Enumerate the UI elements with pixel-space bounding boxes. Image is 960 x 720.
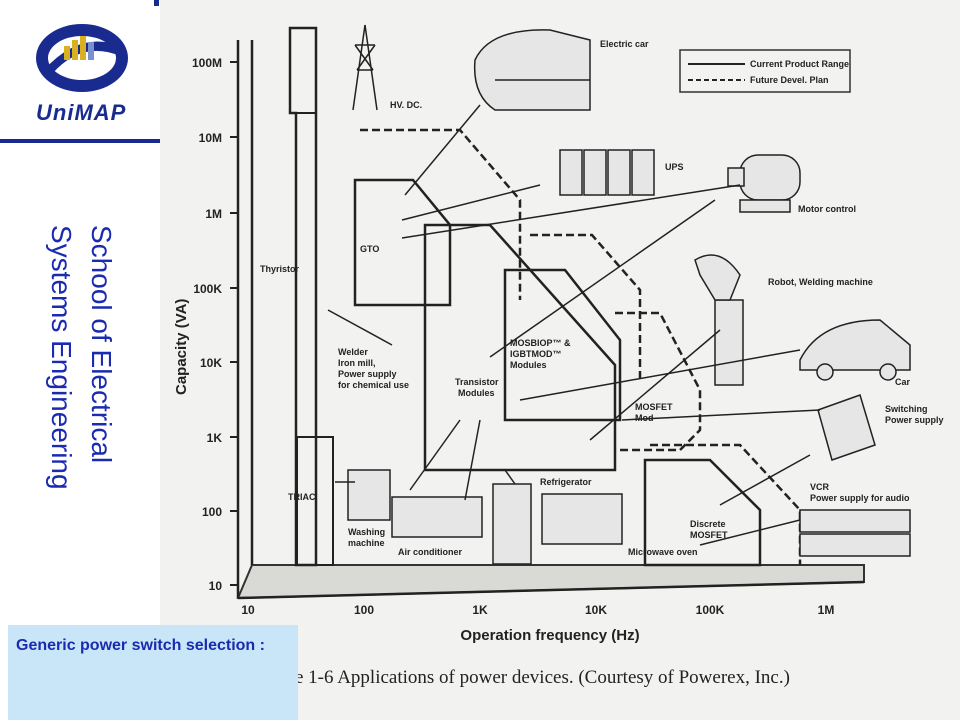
x-tick-100k: 100K <box>696 603 725 617</box>
welder-label-4: for chemical use <box>338 380 409 390</box>
legend-box <box>679 49 851 93</box>
welder-label-1: Welder <box>338 347 368 357</box>
hvdc-tower-illustration <box>352 24 378 111</box>
ups-illustration <box>559 149 655 196</box>
switching-label-2: Power supply <box>885 415 944 425</box>
vcr-label-2: Power supply for audio <box>810 493 910 503</box>
transistor-label-1: Transistor <box>455 377 499 387</box>
car-illustration <box>799 319 911 381</box>
university-logo <box>36 24 128 92</box>
microwave-illustration <box>541 493 623 545</box>
x-tick-1m: 1M <box>818 603 835 617</box>
aircon-label: Air conditioner <box>398 547 462 557</box>
washing-label-2: machine <box>348 538 385 548</box>
refrigerator-illustration <box>492 483 532 565</box>
y-tick-10m: 10M <box>199 131 222 145</box>
switching-ps-illustration <box>817 394 876 461</box>
legend-current-label: Current Product Range <box>750 59 849 69</box>
legend-future-label: Future Devel. Plan <box>750 75 829 85</box>
welder-label-3: Power supply <box>338 369 397 379</box>
mosfet-module-region <box>615 311 702 452</box>
side-title: School of Electrical Systems Engineering <box>30 225 130 585</box>
welder-label-2: Iron mill, <box>338 358 376 368</box>
x-axis-title: Operation frequency (Hz) <box>460 627 639 644</box>
y-tick-10: 10 <box>209 579 223 593</box>
igbt-label-3: Modules <box>510 360 547 370</box>
caption-text: Generic power switch selection : <box>16 637 265 654</box>
x-axis <box>237 580 865 600</box>
motor-control-label: Motor control <box>798 204 856 214</box>
igbt-region <box>503 268 622 422</box>
gto-region <box>353 178 452 307</box>
figure-svg: 100M 10M 1M 100K 10K 1K 100 10 Capacity … <box>160 0 960 720</box>
vcr-illustration <box>799 509 911 557</box>
transistor-region <box>423 223 617 472</box>
transistor-label-2: Modules <box>458 388 495 398</box>
caption-box: Generic power switch selection : <box>8 625 298 720</box>
y-tick-1k: 1K <box>207 431 223 445</box>
discrete-mosfet-label-1: Discrete <box>690 519 726 529</box>
discrete-mosfet-region <box>643 458 762 567</box>
mosfet-module-label-1: MOSFET <box>635 402 673 412</box>
ups-label: UPS <box>665 162 684 172</box>
side-title-line-1: School of Electrical <box>86 225 117 464</box>
thyristor-label: Thyristor <box>260 264 300 274</box>
y-tick-marks <box>230 61 238 586</box>
vcr-label-1: VCR <box>810 482 830 492</box>
logo-wordmark: UniMAP <box>36 100 127 125</box>
hvdc-label: HV. DC. <box>390 100 422 110</box>
y-axis-title: Capacity (VA) <box>173 299 190 395</box>
power-devices-figure: 100M 10M 1M 100K 10K 1K 100 10 Capacity … <box>160 0 960 720</box>
triac-region <box>296 436 334 566</box>
mosfet-module-label-2: Mod <box>635 413 654 423</box>
figure-caption: e 1-6 Applications of power devices. (Co… <box>295 667 790 688</box>
motor-illustration <box>727 154 801 213</box>
gto-future-region <box>360 128 522 300</box>
y-tick-10k: 10K <box>200 356 222 370</box>
header-rule-left <box>0 139 160 143</box>
y-tick-100m: 100M <box>192 56 222 70</box>
discrete-mosfet-label-2: MOSFET <box>690 530 728 540</box>
y-tick-1m: 1M <box>205 207 222 221</box>
switching-label-1: Switching <box>885 404 928 414</box>
car-label: Car <box>895 377 911 387</box>
triac-label: TRIAC <box>288 492 316 502</box>
washing-machine-illustration <box>347 469 391 521</box>
robot-label: Robot, Welding machine <box>768 277 873 287</box>
air-conditioner-illustration <box>391 496 483 538</box>
top-accent-tick <box>154 0 159 6</box>
gto-label: GTO <box>360 244 379 254</box>
microwave-label: Microwave oven <box>628 547 698 557</box>
igbt-future-region <box>530 233 642 380</box>
x-tick-10: 10 <box>241 603 255 617</box>
igbt-label-2: IGBTMOD™ <box>510 349 562 359</box>
electric-car-illustration <box>473 29 591 111</box>
robot-illustration <box>694 254 744 386</box>
x-tick-100: 100 <box>354 603 374 617</box>
y-tick-100k: 100K <box>193 282 222 296</box>
connector-lines <box>327 104 821 546</box>
refrigerator-label: Refrigerator <box>540 477 592 487</box>
washing-label-1: Washing <box>348 527 385 537</box>
electric-car-label: Electric car <box>600 39 649 49</box>
igbt-label-1: MOSBIOP™ & <box>510 338 571 348</box>
x-tick-10k: 10K <box>585 603 607 617</box>
x-tick-1k: 1K <box>472 603 488 617</box>
side-title-line-2: Systems Engineering <box>46 225 77 490</box>
y-tick-100: 100 <box>202 505 222 519</box>
